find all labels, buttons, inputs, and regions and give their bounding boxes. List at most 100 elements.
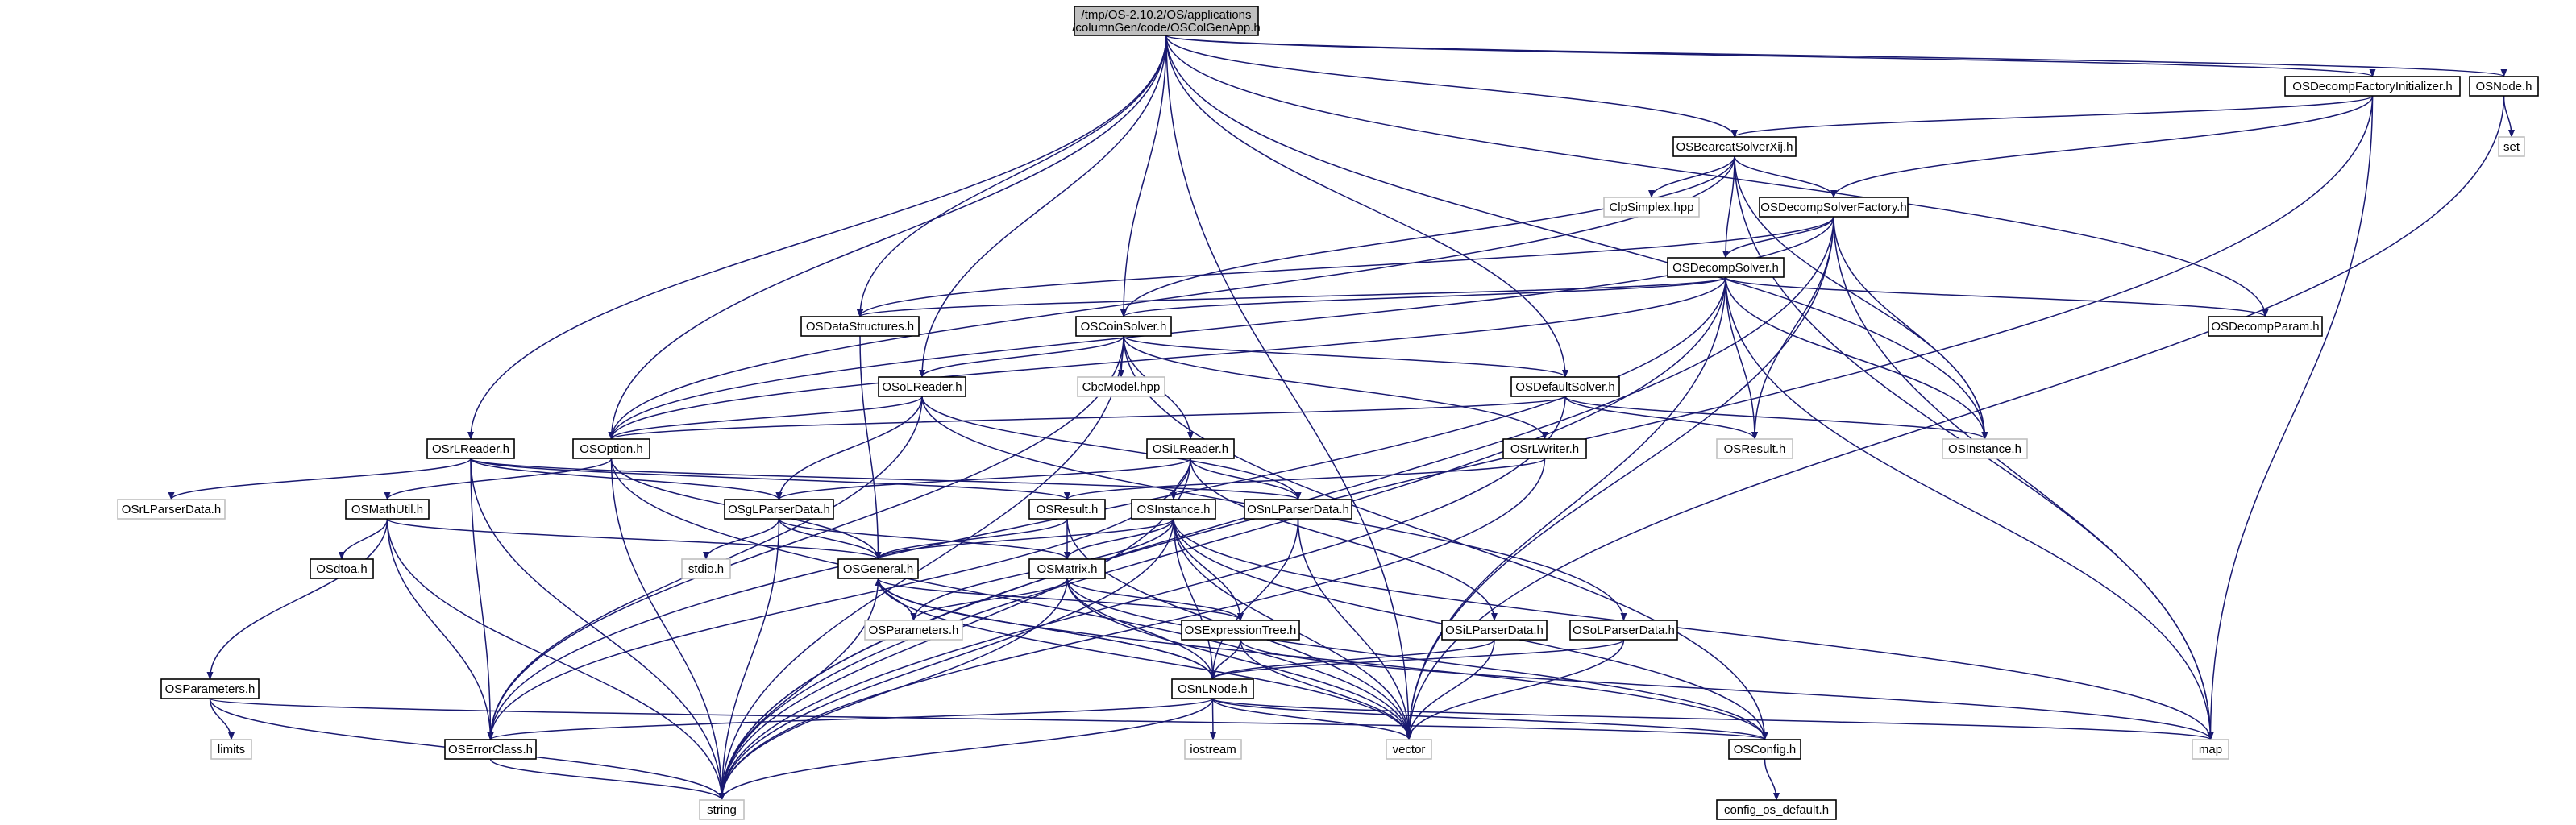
node-osgeneral-h[interactable]: OSGeneral.h xyxy=(837,558,919,579)
edge-osmathutil-h-to-osparameters-h xyxy=(206,518,388,680)
node-osnode-h[interactable]: OSNode.h xyxy=(2469,76,2539,97)
node-osconfig-h[interactable]: OSConfig.h xyxy=(1728,739,1801,760)
node-label: OSnLParserData.h xyxy=(1247,503,1349,516)
edge-osparameters-h-to-osconfig-h xyxy=(209,698,1768,740)
node-label: OSParameters.h xyxy=(869,624,959,637)
nodes-layer: /tmp/OS-2.10.2/OS/applications/columnGen… xyxy=(117,6,2539,820)
node-osdecompsolver-h[interactable]: OSDecompSolver.h xyxy=(1667,257,1785,278)
node-label: limits xyxy=(218,743,245,757)
edge-osdecompfactoryinitializer-h-to-osdecompsolverfactory-h xyxy=(1830,95,2374,198)
edge-osdatastructures-h-to-osgeneral-h xyxy=(859,335,882,560)
edge-osilreader-h-to-osilparserdata-h xyxy=(1190,458,1498,621)
node-osdecompfactoryinitializer-h[interactable]: OSDecompFactoryInitializer.h xyxy=(2284,76,2461,97)
edge-osilreader-h-to-osnlparserdata-h xyxy=(1190,458,1302,500)
edge-osoption-h-to-vector xyxy=(610,458,1412,740)
edge-osolreader-h-to-osoption-h xyxy=(608,396,923,440)
edge-osmathutil-h-to-osgeneral-h xyxy=(386,518,882,560)
node-osdefaultsolver-h[interactable]: OSDefaultSolver.h xyxy=(1510,376,1620,397)
edge-osdecompsolverfactory-h-to-map xyxy=(1833,216,2214,740)
node-label: OSInstance.h xyxy=(1137,503,1211,516)
node-osbearcatsolverxij-h[interactable]: OSBearcatSolverXij.h xyxy=(1672,136,1797,157)
node-osilreader-h[interactable]: OSiLReader.h xyxy=(1146,438,1235,459)
edge-osdecompsolverfactory-h-to-osoption-h xyxy=(608,216,1834,440)
edge-osmathutil-h-to-string xyxy=(386,518,725,801)
edge-osgeneral-h-to-osexpressiontree-h xyxy=(877,578,1244,621)
node-label: OSDecompSolver.h xyxy=(1672,261,1779,275)
edge-osnode-h-to-vector xyxy=(1406,95,2505,740)
node-osdatastructures-h[interactable]: OSDataStructures.h xyxy=(800,316,920,337)
node-clpsimplex-hpp: ClpSimplex.hpp xyxy=(1603,197,1700,218)
edge-osdecompsolverfactory-h-to-osinstance-h xyxy=(1833,216,1988,440)
node-osglparserdata-h[interactable]: OSgLParserData.h xyxy=(724,499,834,520)
node-label: iostream xyxy=(1190,743,1236,757)
node-osinstance-h[interactable]: OSInstance.h xyxy=(1131,499,1216,520)
edge-osolparserdata-h-to-osnlnode-h xyxy=(1209,639,1625,680)
node-label: set xyxy=(2503,140,2520,154)
edge-osinstance-h-to-osnlnode-h xyxy=(1173,518,1216,680)
edge-oscolgenapp-h-to-osbearcatsolverxij-h xyxy=(1165,35,1738,138)
node-label: OSoLParserData.h xyxy=(1573,624,1675,637)
node-osmathutil-h[interactable]: OSMathUtil.h xyxy=(345,499,430,520)
node-osdtoa-h[interactable]: OSdtoa.h xyxy=(310,558,374,579)
edge-oscolgenapp-h-to-osoption-h xyxy=(608,35,1167,440)
node-osolreader-h[interactable]: OSoLReader.h xyxy=(878,376,966,397)
edge-osilparserdata-h-to-vector xyxy=(1406,639,1495,740)
node-label: OSrLParserData.h xyxy=(122,503,221,516)
edge-osdecompsolver-h-to-osdatastructures-h xyxy=(857,276,1726,317)
node-label: OSiLReader.h xyxy=(1153,442,1228,456)
edge-osdecompsolver-h-to-oscoinsolver-h xyxy=(1120,276,1726,317)
edge-osnlnode-h-to-string xyxy=(718,698,1214,801)
node-osrlwriter-h[interactable]: OSrLWriter.h xyxy=(1502,438,1587,459)
node-osnlnode-h[interactable]: OSnLNode.h xyxy=(1171,678,1254,699)
edge-osexpressiontree-h-to-vector xyxy=(1240,639,1412,740)
node-oscolgenapp-h: /tmp/OS-2.10.2/OS/applications/columnGen… xyxy=(1072,6,1261,36)
node-string: string xyxy=(699,799,745,820)
edge-osdecompsolverfactory-h-to-vector xyxy=(1406,216,1834,740)
node-osrlparserdata-h: OSrLParserData.h xyxy=(117,499,226,520)
edge-osdecompfactoryinitializer-h-to-osbearcatsolverxij-h xyxy=(1731,95,2374,138)
edge-oscolgenapp-h-to-osolreader-h xyxy=(919,35,1167,378)
node-label: OSDecompSolverFactory.h xyxy=(1760,201,1906,214)
node-osrlreader-h[interactable]: OSrLReader.h xyxy=(426,438,515,459)
edge-osnlparserdata-h-to-osnlnode-h xyxy=(1209,518,1299,680)
node-osresult-h[interactable]: OSResult.h xyxy=(1028,499,1106,520)
node-osolparserdata-h[interactable]: OSoLParserData.h xyxy=(1569,620,1678,641)
node-osdecompparam-h[interactable]: OSDecompParam.h xyxy=(2208,316,2323,337)
edge-osbearcatsolverxij-h-to-osdecompsolver-h xyxy=(1722,155,1735,259)
node-label: OSNode.h xyxy=(2475,80,2532,93)
node-osilparserdata-h[interactable]: OSiLParserData.h xyxy=(1441,620,1548,641)
edge-osdecompsolver-h-to-vector xyxy=(1406,276,1726,740)
node-osexpressiontree-h[interactable]: OSExpressionTree.h xyxy=(1181,620,1300,641)
edge-osilreader-h-to-osglparserdata-h xyxy=(775,458,1191,500)
node-label: /tmp/OS-2.10.2/OS/applications xyxy=(1082,8,1252,22)
edge-osglparserdata-h-to-string xyxy=(718,518,780,801)
node-oserrorclass-h[interactable]: OSErrorClass.h xyxy=(444,739,537,760)
edge-osinstance-h-to-osmatrix-h xyxy=(1064,518,1174,560)
edge-oscoinsolver-h-to-osrlwriter-h xyxy=(1123,335,1548,440)
node-label: OSOption.h xyxy=(580,442,642,456)
edge-osdecompsolver-h-to-osresult-h xyxy=(1725,276,1758,440)
edge-osilparserdata-h-to-osnlnode-h xyxy=(1209,639,1495,680)
node-osoption-h[interactable]: OSOption.h xyxy=(572,438,650,459)
node-label: OSResult.h xyxy=(1037,503,1099,516)
node-osdecompsolverfactory-h[interactable]: OSDecompSolverFactory.h xyxy=(1759,197,1909,218)
node-osmatrix-h[interactable]: OSMatrix.h xyxy=(1028,558,1106,579)
node-label: stdio.h xyxy=(688,562,724,576)
node-oscoinsolver-h[interactable]: OSCoinSolver.h xyxy=(1075,316,1172,337)
node-label: OSDecompParam.h xyxy=(2211,320,2319,334)
edge-osinstance-h-to-osgeneral-h xyxy=(875,518,1174,560)
node-cbcmodel-hpp: CbcModel.hpp xyxy=(1077,376,1165,397)
node-osnlparserdata-h[interactable]: OSnLParserData.h xyxy=(1244,499,1352,520)
edge-oscoinsolver-h-to-osolreader-h xyxy=(919,335,1124,378)
edge-osolreader-h-to-osnlparserdata-h xyxy=(921,396,1302,500)
node-config-os-default-h[interactable]: config_os_default.h xyxy=(1716,799,1837,820)
edge-osbearcatsolverxij-h-to-clpsimplex-hpp xyxy=(1648,155,1735,198)
edge-osmatrix-h-to-osexpressiontree-h xyxy=(1066,578,1244,621)
edge-osinstance-h-to-map xyxy=(1173,518,2214,740)
node-osinstance-h: OSInstance.h xyxy=(1942,438,2028,459)
node-osparameters-h[interactable]: OSParameters.h xyxy=(160,678,260,699)
edge-oscolgenapp-h-to-osdefaultsolver-h xyxy=(1165,35,1568,378)
edge-osmatrix-h-to-string xyxy=(718,578,1068,801)
node-vector: vector xyxy=(1386,739,1432,760)
node-osparameters-h: OSParameters.h xyxy=(864,620,963,641)
